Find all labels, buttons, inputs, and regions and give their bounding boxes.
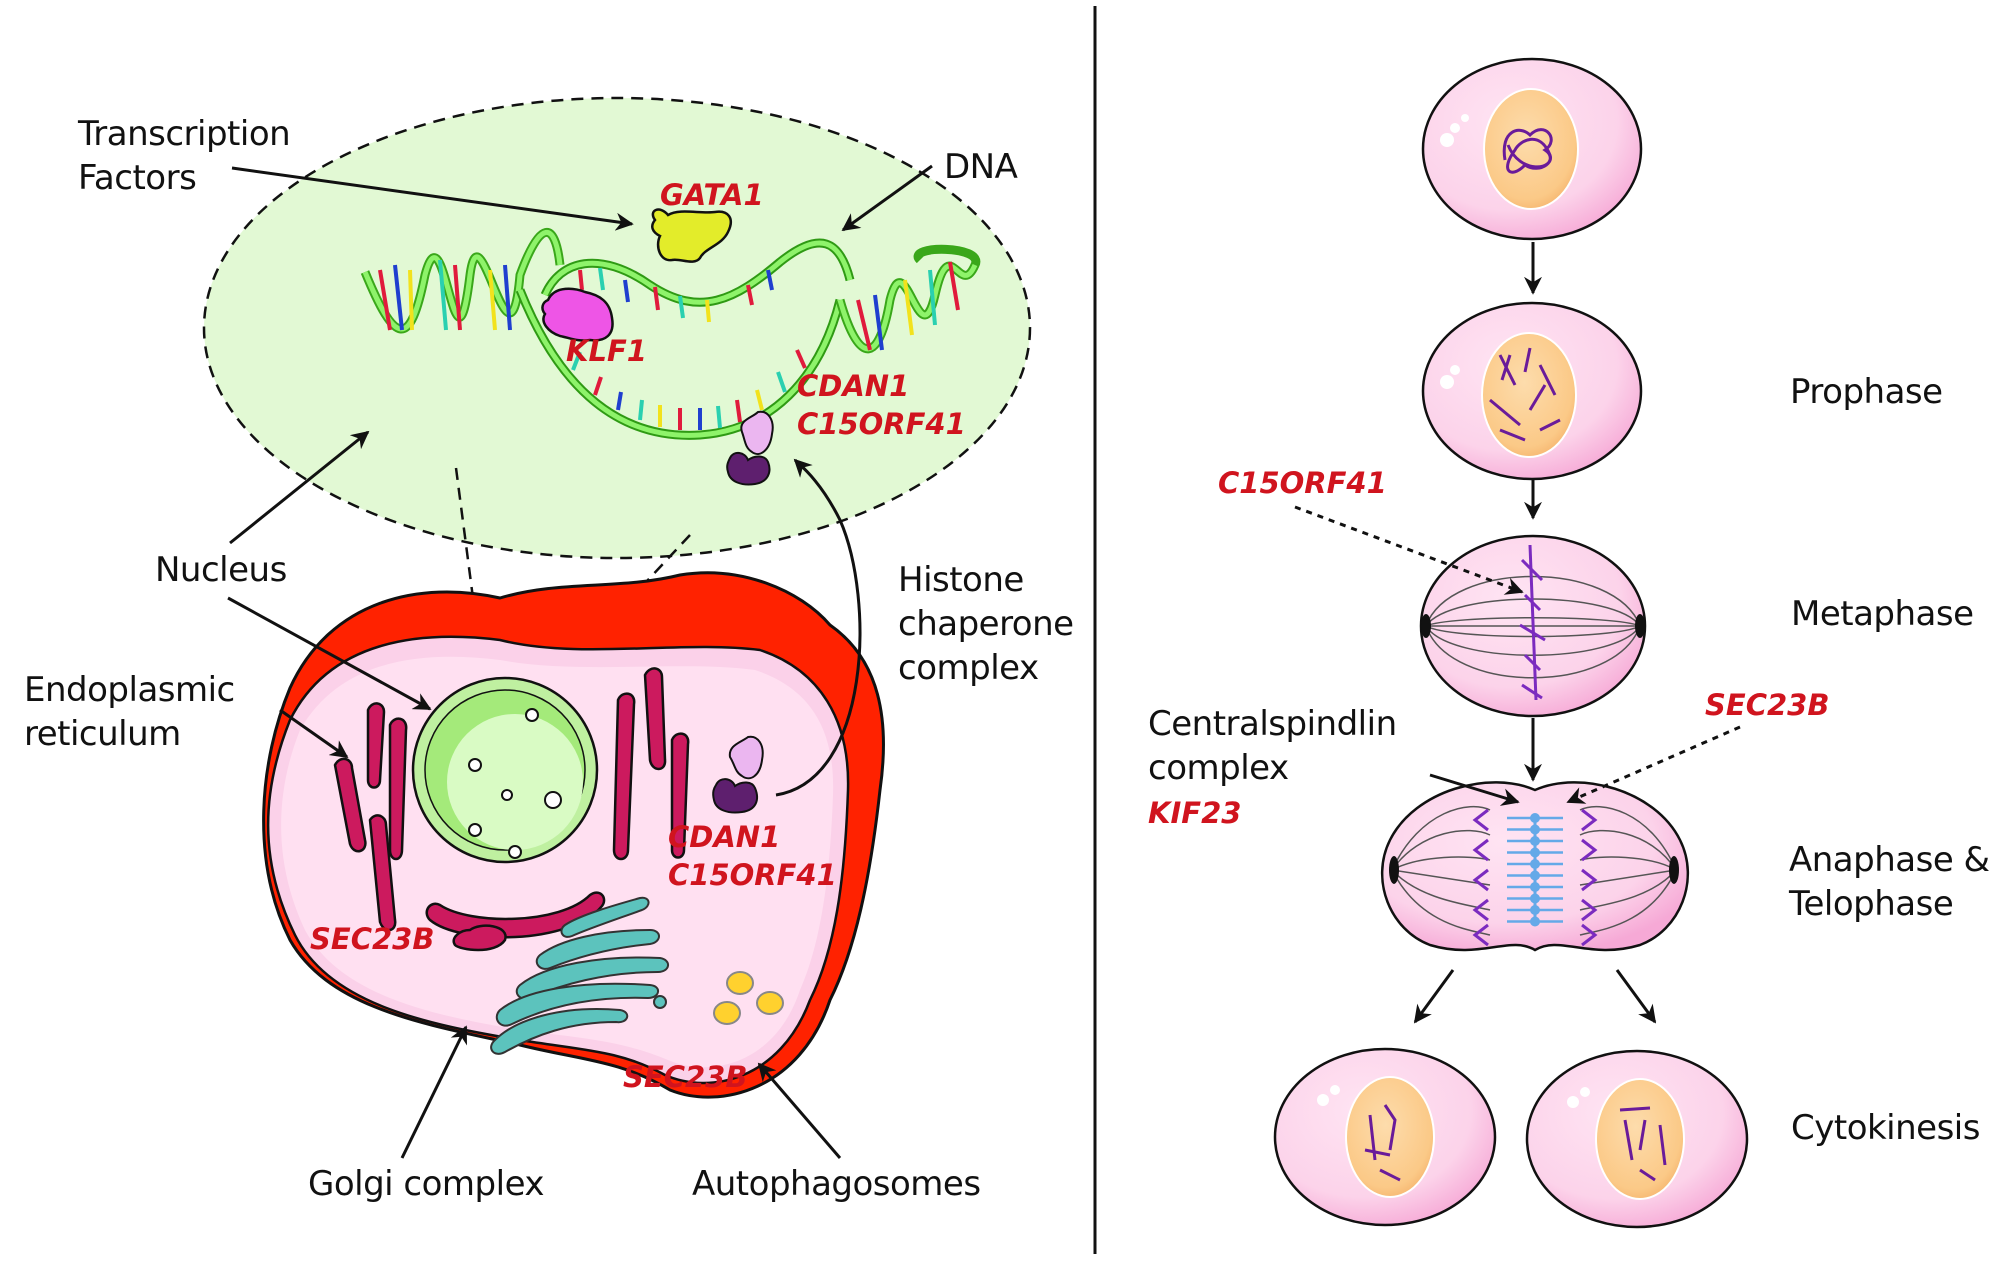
transcription-factors-arrow	[231, 166, 634, 231]
midbody-bars	[1507, 813, 1563, 927]
er-arrow	[279, 708, 349, 759]
left-arrows	[227, 164, 933, 1159]
dna-helix	[360, 227, 981, 440]
midbody-node	[1530, 893, 1540, 904]
centralspindlin-arrow	[1429, 773, 1520, 806]
gene-cdan1-cytoplasm: CDAN1 C15ORF41	[668, 820, 837, 892]
gene-sec23b-autophagy: SEC23B	[623, 1060, 748, 1094]
midbody-node	[1530, 836, 1540, 846]
gene-sec23b-er: SEC23B	[310, 922, 435, 956]
gene-klf1: KLF1	[566, 334, 647, 368]
golgi-arrow	[400, 1025, 468, 1159]
midbody-node	[1530, 813, 1540, 823]
cdan1-complex-nucleus	[726, 410, 774, 486]
label-nucleus: Nucleus	[155, 550, 287, 590]
arrow-anaphase-to-daughter-left	[1413, 969, 1455, 1024]
golgi-organelle	[490, 896, 669, 1055]
gene-c15orf41: C15ORF41	[1218, 466, 1387, 500]
midbody-node	[1530, 916, 1540, 927]
daughter-cell-right	[1525, 1049, 1749, 1229]
klf1-protein	[541, 287, 614, 342]
stage-prophase: Prophase	[1790, 372, 1943, 412]
midbody-node	[1530, 905, 1540, 915]
nucleus-organelle	[411, 676, 599, 864]
stage-cytokinesis: Cytokinesis	[1791, 1108, 1980, 1148]
nucleus-arrow-down	[227, 596, 432, 711]
prophase-cell	[1421, 301, 1643, 481]
label-histone-chaperone: Histone chaperone complex	[898, 560, 1074, 688]
label-golgi-complex: Golgi complex	[308, 1164, 545, 1204]
nucleus-arrow-up	[229, 430, 370, 545]
nucleus-zoom-ellipse	[202, 96, 1032, 560]
interphase-cell	[1421, 57, 1643, 241]
midbody-node	[1530, 870, 1540, 881]
gene-sec23b-right: SEC23B	[1705, 688, 1830, 722]
midbody-node	[1530, 824, 1540, 835]
histone-chaperone-arrow	[775, 458, 862, 797]
gene-gata1: GATA1	[660, 178, 764, 212]
label-centralspindlin: Centralspindlin complex	[1148, 704, 1397, 788]
label-dna: DNA	[944, 147, 1018, 187]
midbody-node	[1530, 859, 1540, 869]
label-transcription-factors: Transcription Factors	[78, 114, 291, 198]
sec23b-dashed-arrow	[1566, 725, 1741, 804]
gene-kif23: KIF23	[1148, 796, 1242, 830]
endoplasmic-reticulum-organelle	[333, 667, 690, 952]
dna-arrow	[841, 164, 933, 232]
label-endoplasmic-reticulum: Endoplasmic reticulum	[24, 670, 235, 754]
stage-anaphase-telophase: Anaphase & Telophase	[1789, 840, 1990, 924]
gene-cdan1-nucleus: CDAN1 C15ORF41	[797, 369, 966, 441]
c15orf41-dashed-arrow	[1294, 505, 1524, 595]
midbody-node	[1530, 882, 1540, 892]
arrow-anaphase-to-daughter-right	[1615, 969, 1657, 1024]
autophagosomes-organelle	[713, 971, 784, 1025]
metaphase-cell	[1419, 534, 1647, 718]
gata1-protein	[651, 208, 732, 263]
daughter-cell-left	[1273, 1047, 1497, 1227]
stage-metaphase: Metaphase	[1791, 594, 1974, 634]
autophagosome-arrow	[757, 1062, 842, 1159]
label-autophagosomes: Autophagosomes	[692, 1164, 981, 1204]
midbody-node	[1530, 847, 1540, 858]
cdan1-complex-cytoplasm	[712, 735, 764, 814]
